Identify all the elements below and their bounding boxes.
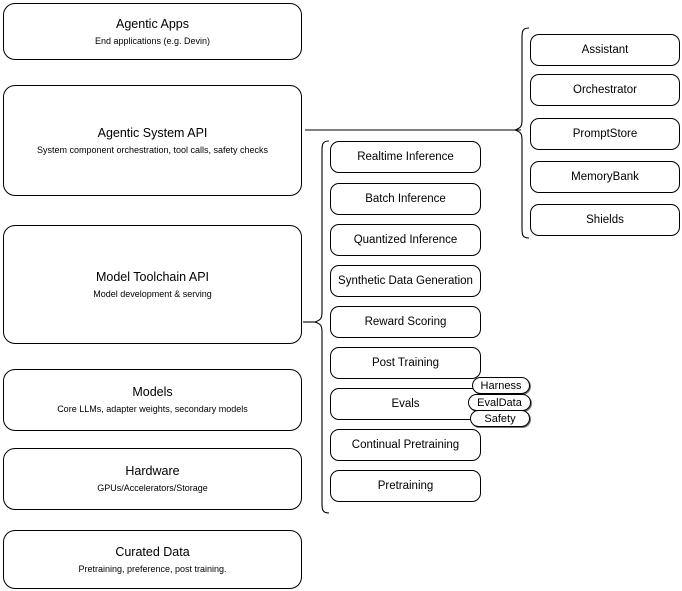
layer-subtitle: Pretraining, preference, post training.	[78, 563, 227, 574]
capability-synthetic-data-generation[interactable]: Synthetic Data Generation	[330, 265, 481, 297]
component-assistant[interactable]: Assistant	[530, 34, 680, 66]
component-memorybank[interactable]: MemoryBank	[530, 161, 680, 193]
badge-safety[interactable]: Safety	[470, 410, 530, 427]
layer-models[interactable]: Models Core LLMs, adapter weights, secon…	[3, 369, 302, 431]
capability-label: Post Training	[371, 357, 440, 369]
component-label: Shields	[586, 214, 624, 226]
layer-curated-data[interactable]: Curated Data Pretraining, preference, po…	[3, 530, 302, 589]
capability-continual-pretraining[interactable]: Continual Pretraining	[330, 429, 481, 461]
badge-evaldata[interactable]: EvalData	[468, 394, 531, 411]
component-label: Assistant	[581, 44, 629, 56]
component-label: PromptStore	[572, 128, 638, 140]
component-label: MemoryBank	[571, 171, 639, 183]
component-orchestrator[interactable]: Orchestrator	[530, 74, 680, 106]
badge-harness[interactable]: Harness	[472, 377, 530, 394]
capability-realtime-inference[interactable]: Realtime Inference	[330, 141, 481, 173]
capability-label: Batch Inference	[365, 193, 446, 205]
layer-title: Hardware	[125, 464, 180, 478]
layer-agentic-apps[interactable]: Agentic Apps End applications (e.g. Devi…	[3, 3, 302, 60]
brace-system-components	[513, 27, 530, 239]
layer-title: Agentic Apps	[116, 16, 189, 31]
layer-title: Curated Data	[115, 544, 190, 559]
capability-post-training[interactable]: Post Training	[330, 347, 481, 379]
layer-title: Model Toolchain API	[95, 269, 210, 284]
capability-batch-inference[interactable]: Batch Inference	[330, 183, 481, 215]
capability-pretraining[interactable]: Pretraining	[330, 470, 481, 502]
layer-subtitle: GPUs/Accelerators/Storage	[97, 483, 208, 493]
layer-hardware[interactable]: Hardware GPUs/Accelerators/Storage	[3, 448, 302, 510]
capability-label: Reward Scoring	[364, 316, 447, 328]
layer-agentic-system-api[interactable]: Agentic System API System component orch…	[3, 85, 302, 196]
capability-evals[interactable]: Evals	[330, 388, 481, 420]
capability-label: Realtime Inference	[357, 151, 454, 163]
component-shields[interactable]: Shields	[530, 204, 680, 236]
layer-subtitle: Core LLMs, adapter weights, secondary mo…	[57, 404, 248, 414]
capability-reward-scoring[interactable]: Reward Scoring	[330, 306, 481, 338]
capability-label: Synthetic Data Generation	[338, 275, 473, 287]
component-promptstore[interactable]: PromptStore	[530, 118, 680, 150]
layer-subtitle: End applications (e.g. Devin)	[94, 35, 211, 46]
layer-subtitle: Model development & serving	[93, 288, 212, 299]
layer-subtitle: System component orchestration, tool cal…	[36, 144, 269, 155]
layer-title: Models	[132, 385, 173, 399]
layer-title: Agentic System API	[97, 125, 208, 140]
layer-model-toolchain-api[interactable]: Model Toolchain API Model development & …	[3, 225, 302, 344]
capability-label: Pretraining	[377, 480, 434, 492]
component-label: Orchestrator	[573, 84, 637, 96]
brace-toolchain-capabilities	[313, 140, 330, 514]
capability-label: Evals	[391, 398, 420, 410]
capability-label: Continual Pretraining	[351, 439, 460, 451]
capability-label: Quantized Inference	[353, 234, 458, 246]
capability-quantized-inference[interactable]: Quantized Inference	[330, 224, 481, 256]
